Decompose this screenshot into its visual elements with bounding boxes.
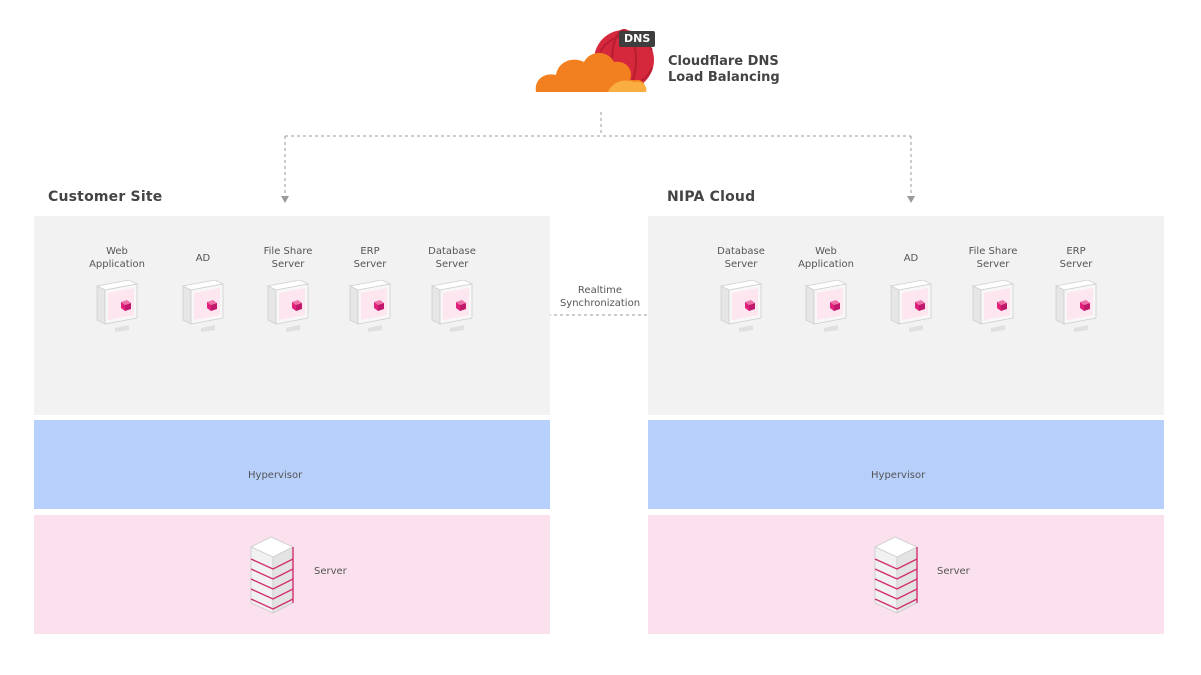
sync-line1: Realtime [577,285,623,296]
vm-label-line2: Server [353,259,387,270]
monitor-cube-icon [804,279,848,332]
nipa-cloud-title: NIPA Cloud [667,189,756,205]
vm-label-line2: Server [271,259,305,270]
dns-title-line2: Load Balancing [668,70,780,85]
sync-line2: Synchronization [559,298,641,309]
dns-title-line1: Cloudflare DNS [668,54,779,69]
vm-label: ERP Server [325,245,415,271]
vm-label-line1: Web [815,246,837,257]
monitor-cube-icon [348,279,392,332]
monitor-cube-icon [181,279,225,332]
vm-label-line2: Server [435,259,469,270]
sync-label: Realtime Synchronization [540,284,660,310]
vm-label: ERP Server [1031,245,1121,271]
vm-label-line1: File Share [263,246,313,257]
vm-label-line1: Web [106,246,128,257]
nipa-hypervisor-label: Hypervisor [871,470,926,481]
nipa-hypervisor-panel [648,420,1164,509]
vm-label-line2: Server [976,259,1010,270]
monitor-cube-icon [95,279,139,332]
vm-label-line1: AD [195,253,211,264]
vm-label-line1: File Share [968,246,1018,257]
vm-label: AD [866,252,956,265]
monitor-cube-icon [1054,279,1098,332]
monitor-cube-icon [971,279,1015,332]
vm-label-line1: ERP [1066,246,1086,257]
vm-label-line1: Database [428,246,476,257]
nipa-server-label: Server [937,566,970,577]
cloudflare-logo: DNS [534,22,664,94]
monitor-cube-icon [266,279,310,332]
vm-label-line1: ERP [360,246,380,257]
vm-label-line2: Application [89,259,145,270]
customer-server-label: Server [314,566,347,577]
vm-label-line2: Application [798,259,854,270]
vm-label-line1: AD [903,253,919,264]
monitor-cube-icon [889,279,933,332]
vm-label-line2: Server [1059,259,1093,270]
monitor-cube-icon [430,279,474,332]
server-rack-icon [871,535,921,619]
dns-title: Cloudflare DNS Load Balancing [668,54,780,86]
dns-badge: DNS [619,31,656,47]
monitor-cube-icon [719,279,763,332]
customer-hypervisor-label: Hypervisor [248,470,303,481]
customer-site-title: Customer Site [48,189,163,205]
vm-label-line1: Database [717,246,765,257]
customer-hypervisor-panel [34,420,550,509]
vm-label: AD [158,252,248,265]
server-rack-icon [247,535,297,619]
vm-label-line2: Server [724,259,758,270]
